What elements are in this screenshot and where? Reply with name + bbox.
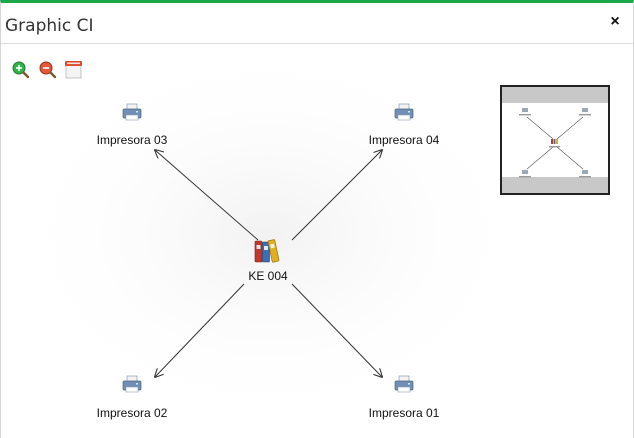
graph-halo: [9, 44, 529, 424]
printer-icon: [122, 103, 142, 121]
dialog-titlebar: Graphic CI ×: [1, 3, 633, 44]
node-label: Impresora 02: [97, 406, 168, 420]
graph-canvas[interactable]: KE 004 Impresora 03 Imp: [1, 44, 633, 438]
export-image-icon[interactable]: [64, 60, 84, 80]
edge-impresora-04: [291, 150, 382, 241]
node-impresora-02[interactable]: Impresora 02: [97, 375, 168, 420]
graph-minimap[interactable]: [500, 85, 610, 195]
printer-icon: [122, 375, 142, 393]
close-icon[interactable]: ×: [610, 13, 620, 30]
minimap-band-bottom: [502, 177, 608, 193]
node-impresora-04[interactable]: Impresora 04: [369, 103, 440, 147]
zoom-out-icon[interactable]: [38, 60, 58, 80]
edge-impresora-01: [291, 283, 382, 377]
minimap-preview: [519, 108, 591, 178]
node-label-center: KE 004: [248, 269, 288, 283]
minimap-band-top: [502, 87, 608, 103]
graph-svg: KE 004 Impresora 03 Imp: [9, 44, 529, 424]
node-label: Impresora 04: [369, 133, 440, 147]
node-ke-004[interactable]: KE 004: [248, 239, 288, 283]
edge-impresora-03: [155, 150, 259, 241]
edge-impresora-02: [155, 283, 245, 377]
printer-icon: [394, 103, 414, 121]
node-label: Impresora 01: [369, 406, 440, 420]
zoom-in-icon[interactable]: [11, 60, 31, 80]
node-label: Impresora 03: [97, 133, 168, 147]
node-impresora-03[interactable]: Impresora 03: [97, 103, 168, 147]
dialog-title: Graphic CI: [5, 16, 94, 36]
node-impresora-01[interactable]: Impresora 01: [369, 375, 440, 420]
binders-icon: [254, 239, 280, 263]
graph-edges: [155, 150, 382, 377]
printer-icon: [394, 375, 414, 393]
